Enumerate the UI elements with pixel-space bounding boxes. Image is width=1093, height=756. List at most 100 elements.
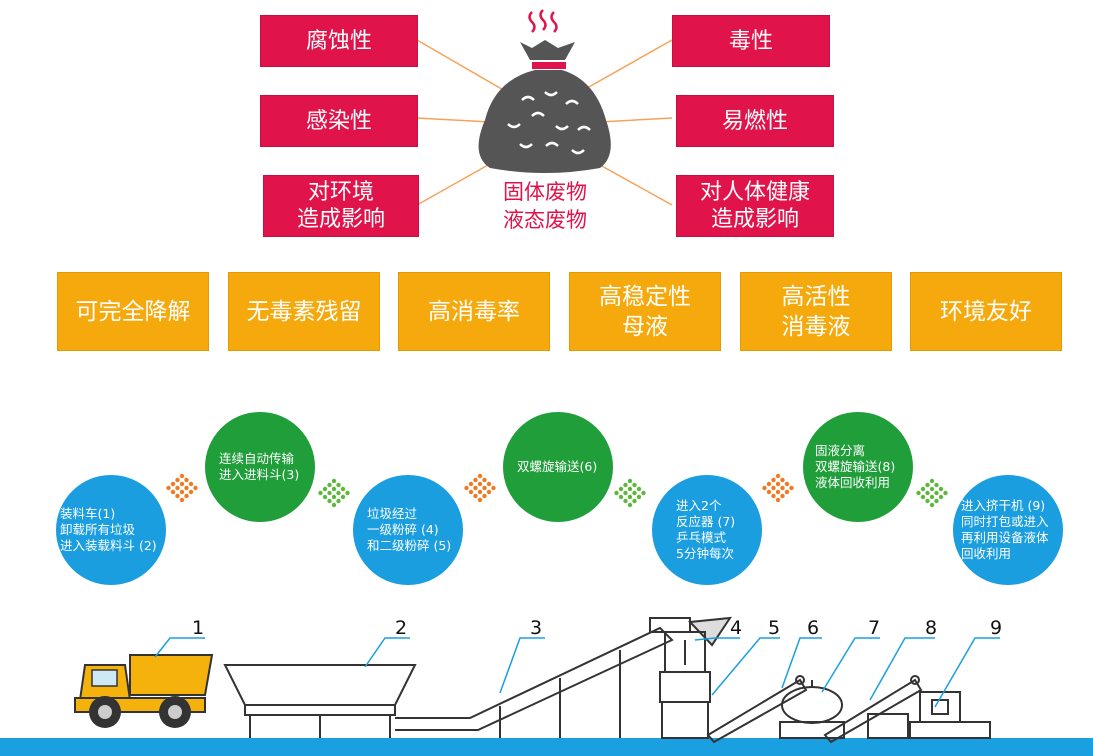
flow-dot [188, 489, 194, 495]
flow-dot [491, 485, 496, 491]
hazard-environment: 对环境 造成影响 [263, 175, 419, 237]
flow-dot [775, 481, 781, 487]
flow-dot [784, 481, 790, 487]
flow-dot [925, 482, 930, 488]
flow-dot [623, 498, 628, 504]
flow-dot [618, 494, 624, 500]
hazard-toxic: 毒性 [672, 15, 830, 67]
hazard-infectious: 感染性 [260, 95, 418, 147]
shredder-tower-icon [649, 616, 733, 739]
flow-dot [193, 485, 198, 491]
flow-dot [166, 485, 171, 491]
flow-dot [771, 485, 776, 491]
step-2-conveying: 连续自动传输 进入进料斗(3) [205, 412, 315, 522]
flow-dot [170, 481, 176, 487]
flow-dot [766, 489, 772, 495]
step-5-text: 进入2个 反应器 (7) 乒乓模式 5分钟每次 [676, 498, 736, 561]
flow-dot [486, 489, 492, 495]
flow-dot [775, 489, 781, 495]
flow-dot [938, 494, 944, 500]
flow-dot [775, 473, 781, 479]
equipment-number-9: 9 [989, 617, 1003, 639]
flow-dot [170, 489, 176, 495]
flow-arrow-dots [166, 473, 198, 503]
conveyor-icon [395, 626, 674, 738]
flow-dot [938, 486, 944, 492]
hazard-flammable: 易燃性 [676, 95, 834, 147]
flow-dot [175, 477, 180, 483]
flow-dot [929, 478, 935, 484]
flow-dot [775, 497, 781, 503]
waste-types-caption: 固体废物 液态废物 [503, 180, 587, 232]
number-leader-lines [154, 637, 1000, 708]
flow-dot [477, 473, 483, 479]
feature-eco-friendly: 环境友好 [910, 272, 1062, 351]
flow-dot [636, 486, 642, 492]
flow-dot [477, 497, 483, 503]
hazard-connector-lines [416, 39, 673, 206]
flow-dot [486, 481, 492, 487]
flow-dot [618, 486, 624, 492]
flow-arrow-dots [318, 478, 350, 508]
feature-active-disinfectant: 高活性 消毒液 [740, 272, 892, 351]
flow-dot [464, 485, 469, 491]
flow-dot [623, 490, 628, 496]
hazard-corrosive: 腐蚀性 [260, 15, 418, 67]
equipment-number-8: 8 [924, 617, 938, 639]
flow-dot [920, 486, 926, 492]
step-1-loading: 装料车(1) 卸载所有垃圾 进入装载料斗 (2) [56, 475, 166, 585]
flow-dot [327, 490, 332, 496]
hazard-human-health: 对人体健康 造成影响 [676, 175, 834, 237]
flow-dot [482, 477, 487, 483]
step-3-text: 垃圾经过 一级粉碎 (4) 和二级粉碎 (5) [367, 506, 452, 553]
flow-dot [934, 498, 939, 504]
flow-dot [920, 494, 926, 500]
flow-dot [331, 502, 337, 508]
equipment-illustration [0, 616, 1093, 756]
flow-dot [327, 482, 332, 488]
flow-dot [780, 485, 785, 491]
step-4-screw: 双螺旋输送(6) [503, 412, 613, 522]
flow-dot [627, 486, 633, 492]
equipment-number-5: 5 [767, 617, 781, 639]
flow-dot [780, 477, 785, 483]
flow-dot [179, 481, 185, 487]
flow-dot [473, 493, 478, 499]
step-2-text: 连续自动传输 进入进料斗(3) [219, 451, 300, 482]
step-4-text: 双螺旋输送(6) [517, 459, 598, 474]
flow-dot [179, 497, 185, 503]
flow-dot [766, 481, 772, 487]
dump-truck-icon [74, 654, 214, 728]
flow-arrows [166, 473, 948, 508]
feature-stable-mother-liquor: 高稳定性 母液 [569, 272, 721, 351]
flow-dot [929, 502, 935, 508]
flow-dot [322, 486, 328, 492]
flow-dot [934, 482, 939, 488]
flow-dot [336, 498, 341, 504]
equipment-number-2: 2 [394, 617, 408, 639]
flow-dot [929, 494, 935, 500]
equipment-number-7: 7 [867, 617, 881, 639]
hopper-icon [223, 664, 417, 738]
flow-dot [925, 498, 930, 504]
step-1-text: 装料车(1) 卸载所有垃圾 进入装载料斗 (2) [60, 506, 157, 553]
flow-dot [632, 490, 637, 496]
flow-dot [916, 490, 921, 496]
flow-dot [318, 490, 323, 496]
flow-dot [188, 481, 194, 487]
flow-dot [477, 489, 483, 495]
screw-conveyor-icon [706, 675, 808, 744]
flow-dot [327, 498, 332, 504]
flow-dot [925, 490, 930, 496]
step-6-separation: 固液分离 双螺旋输送(8) 液体回收利用 [803, 412, 913, 522]
flow-dot [789, 485, 794, 491]
flow-dot [331, 478, 337, 484]
flow-dot [934, 490, 939, 496]
step-3-shredding: 垃圾经过 一级粉碎 (4) 和二级粉碎 (5) [353, 475, 463, 585]
flow-dot [336, 490, 341, 496]
feature-degradable: 可完全降解 [57, 272, 209, 351]
flow-dot [179, 489, 185, 495]
flow-dot [482, 485, 487, 491]
flow-dot [636, 494, 642, 500]
